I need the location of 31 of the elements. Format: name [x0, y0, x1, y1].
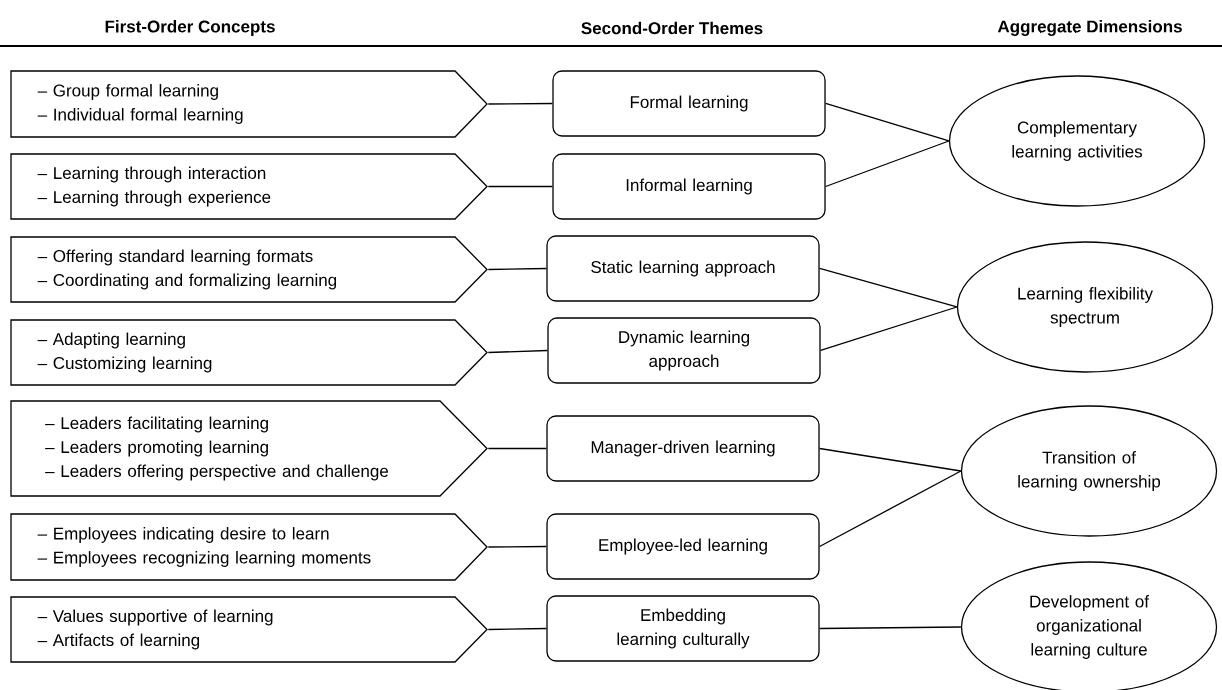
- connector-line: [487, 102, 553, 105]
- connector-line: [487, 447, 547, 450]
- connector-line: [487, 627, 547, 631]
- theme-box: Informal learning: [552, 153, 826, 220]
- column-heading: Aggregate Dimensions: [997, 20, 1182, 36]
- connector-line: [819, 267, 958, 308]
- connector-line: [487, 545, 547, 548]
- connector-line: [825, 102, 950, 142]
- connector-line: [825, 140, 950, 188]
- chevron-box: – Group formal learning – Individual formal learning: [10, 70, 488, 138]
- theme-box: Manager-driven learning: [546, 415, 820, 482]
- connector-line: [819, 626, 962, 630]
- column-heading: Second-Order Themes: [581, 21, 763, 35]
- theme-box: Formal learning: [552, 70, 826, 137]
- connector-line: [487, 349, 548, 354]
- connector-line: [487, 267, 547, 271]
- theme-box: Employee-led learning: [546, 513, 820, 580]
- chevron-box: – Values supportive of learning – Artifacts of learning: [10, 596, 488, 663]
- connector-line: [820, 306, 958, 352]
- chevron-box: – Employees indicating desire to learn – Employees recognizing learning moments: [10, 513, 488, 581]
- connector-line: [819, 447, 962, 472]
- theme-box: Embedding learning culturally: [546, 595, 820, 662]
- chevron-box: – Leaders facilitating learning – Leaders promoting learning – Leaders offering perspective and challenge: [10, 400, 488, 497]
- chevron-box: – Adapting learning – Customizing learning: [10, 319, 488, 386]
- connector-line: [819, 470, 962, 548]
- theme-box: Dynamic learning approach: [547, 317, 821, 384]
- chevron-box: – Learning through interaction – Learning through experience: [10, 153, 488, 220]
- theme-box: Static learning approach: [546, 235, 820, 302]
- column-heading: First-Order Concepts: [105, 20, 275, 36]
- connector-line: [487, 185, 553, 188]
- chevron-box: – Offering standard learning formats – Coordinating and formalizing learning: [10, 236, 488, 303]
